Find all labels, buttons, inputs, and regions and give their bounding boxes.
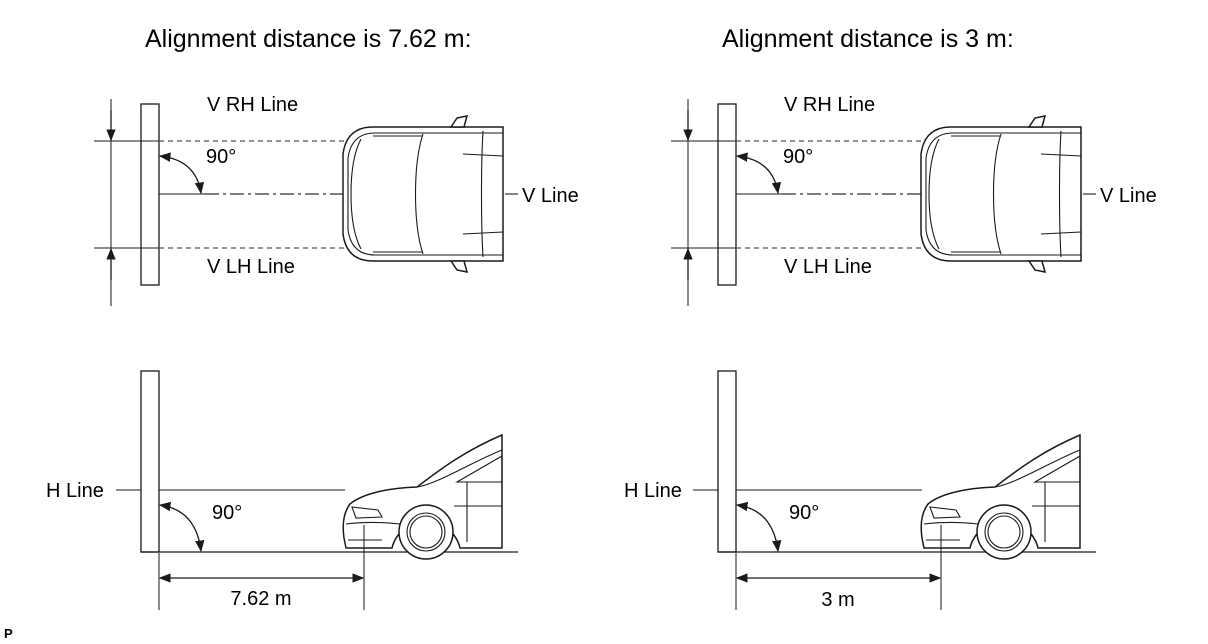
target-board xyxy=(717,103,737,286)
panel-title: Alignment distance is 7.62 m: xyxy=(145,25,472,53)
top-view-right: V RH Line V LH Line V Line 90° xyxy=(671,94,1157,306)
target-board xyxy=(140,370,160,553)
v-lh-line-label: V LH Line xyxy=(784,256,872,278)
v-lh-line-label: V LH Line xyxy=(207,256,295,278)
v-line-label: V Line xyxy=(522,185,579,207)
angle-label: 90° xyxy=(789,502,819,524)
top-view-left: V RH Line V LH Line V Line 90° xyxy=(94,94,579,306)
v-rh-line-label: V RH Line xyxy=(207,94,298,116)
panel-title: Alignment distance is 3 m: xyxy=(722,25,1014,53)
v-line-label: V Line xyxy=(1100,185,1157,207)
angle-arc-icon xyxy=(158,501,205,553)
distance-label: 3 m xyxy=(821,589,854,611)
angle-arc-icon xyxy=(158,152,205,195)
v-rh-line-label: V RH Line xyxy=(784,94,875,116)
angle-arc-icon xyxy=(735,501,782,553)
target-board xyxy=(140,103,160,286)
target-board xyxy=(717,370,737,553)
side-view-left: H Line 90° 7.62 m xyxy=(46,370,536,610)
h-line-label: H Line xyxy=(624,480,682,502)
angle-label: 90° xyxy=(206,146,236,168)
corner-mark: P xyxy=(4,626,13,641)
angle-label: 90° xyxy=(783,146,813,168)
angle-label: 90° xyxy=(212,502,242,524)
distance-label: 7.62 m xyxy=(230,588,291,610)
angle-arc-icon xyxy=(735,152,782,195)
h-line-label: H Line xyxy=(46,480,104,502)
side-view-right: H Line 90° 3 m xyxy=(624,370,1114,611)
